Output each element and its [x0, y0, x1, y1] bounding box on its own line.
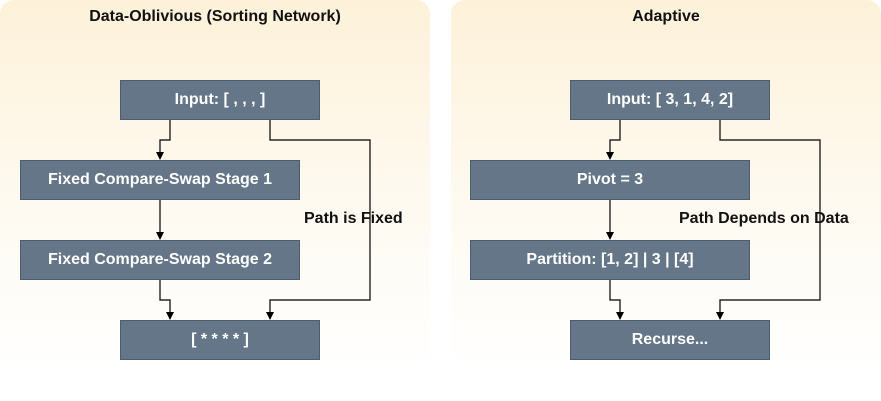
- path-depends-label: Path Depends on Data: [679, 210, 849, 227]
- recurse-node: Recurse...: [570, 320, 770, 360]
- path-fixed-label: Path is Fixed: [304, 210, 403, 227]
- right-panel-title: Adaptive: [632, 8, 700, 25]
- left-output-node: [ * * * * ]: [120, 320, 320, 360]
- left-input-node: Input: [ , , , ]: [120, 80, 320, 120]
- partition-node: Partition: [1, 2] | 3 | [4]: [470, 240, 750, 280]
- pivot-node: Pivot = 3: [470, 160, 750, 200]
- right-input-node: Input: [ 3, 1, 4, 2]: [570, 80, 770, 120]
- stage1-node: Fixed Compare-Swap Stage 1: [20, 160, 300, 200]
- left-panel-title: Data-Oblivious (Sorting Network): [89, 8, 341, 25]
- stage2-node: Fixed Compare-Swap Stage 2: [20, 240, 300, 280]
